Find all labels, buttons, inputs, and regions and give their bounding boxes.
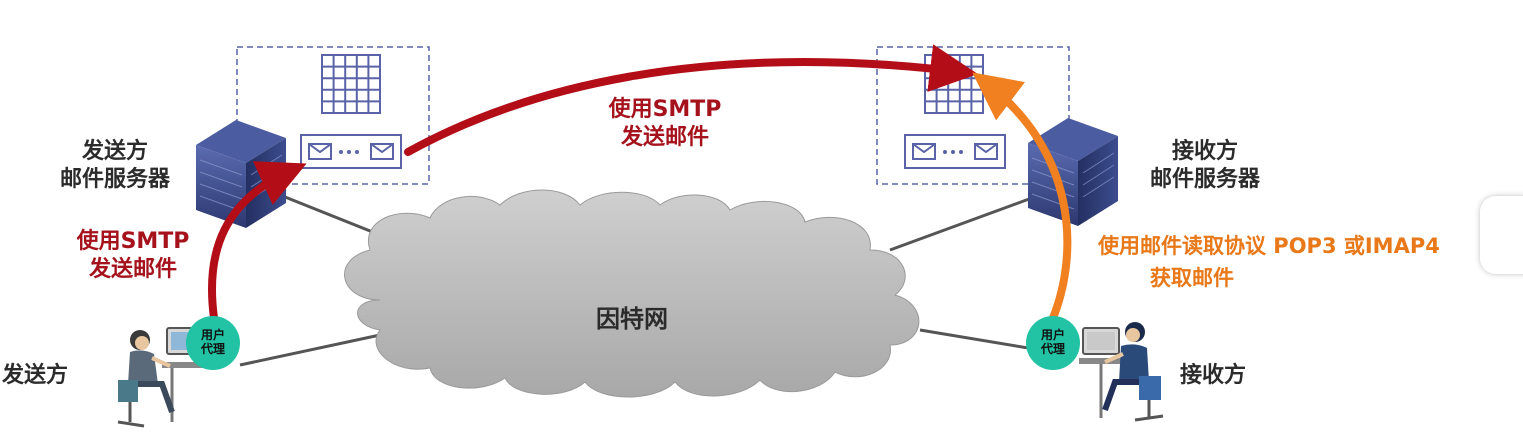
server-icon <box>196 120 286 228</box>
pop-label-line2: 获取邮件 <box>1150 266 1234 290</box>
receiver-server-label-line1: 接收方 <box>1171 139 1238 164</box>
link-sender-cloud <box>239 333 381 367</box>
mailbox-grid-icon <box>321 54 381 114</box>
receiver-label: 接收方 <box>1180 363 1247 388</box>
receiver-server-label-line2: 邮件服务器 <box>1149 166 1260 192</box>
receiver-mail-queue <box>904 134 1006 169</box>
sender-user-agent-line1: 用户 <box>200 328 225 342</box>
sender-mail-queue <box>300 134 402 169</box>
smtp-top-line2: 发送邮件 <box>620 124 709 150</box>
smtp-left-line2: 发送邮件 <box>88 256 177 282</box>
pop-label-line1: 使用邮件读取协议 POP3 或IMAP4 <box>1098 234 1440 258</box>
mailbox-grid-icon <box>924 54 984 114</box>
link-receiver-server-cloud <box>889 193 1041 252</box>
sender-user-agent-badge <box>186 316 240 370</box>
smtp-top-line1: 使用SMTP <box>608 97 722 122</box>
envelope-icon <box>974 143 998 160</box>
receiver-server-label: 接收方 邮件服务器 <box>1135 138 1275 193</box>
smtp-top-label: 使用SMTP 发送邮件 <box>600 96 730 151</box>
pop-arrow <box>972 72 1072 322</box>
sender-server-label-line2: 邮件服务器 <box>59 166 170 192</box>
person-at-computer-icon <box>1079 322 1164 422</box>
receiver-user-agent-label: 用户 代理 <box>1033 328 1073 357</box>
sender-server-label: 发送方 邮件服务器 <box>50 138 180 193</box>
video-overlay-button[interactable] <box>1480 196 1523 274</box>
internet-label: 因特网 <box>596 305 668 333</box>
receiver-user-agent-badge <box>1026 316 1080 370</box>
smtp-left-label: 使用SMTP 发送邮件 <box>68 228 198 283</box>
sender-server-label-line1: 发送方 <box>81 139 148 164</box>
cloud-icon <box>344 189 920 398</box>
smtp-left-line1: 使用SMTP <box>76 229 190 254</box>
receiver-user-agent-line1: 用户 <box>1040 328 1065 342</box>
sender-label: 发送方 <box>2 363 69 388</box>
server-icon <box>1028 118 1118 226</box>
sender-user-agent-label: 用户 代理 <box>193 328 233 357</box>
envelope-icon <box>308 143 332 160</box>
receiver-user-agent-line2: 代理 <box>1040 342 1065 357</box>
smtp-arrow-left <box>207 161 307 322</box>
envelope-icon <box>370 143 394 160</box>
sender-user-agent-line2: 代理 <box>200 342 225 357</box>
envelope-icon <box>912 143 936 160</box>
smtp-arrow-top <box>404 44 978 156</box>
link-receiver-cloud <box>919 328 1041 352</box>
sender-mailbox-area <box>236 46 430 185</box>
